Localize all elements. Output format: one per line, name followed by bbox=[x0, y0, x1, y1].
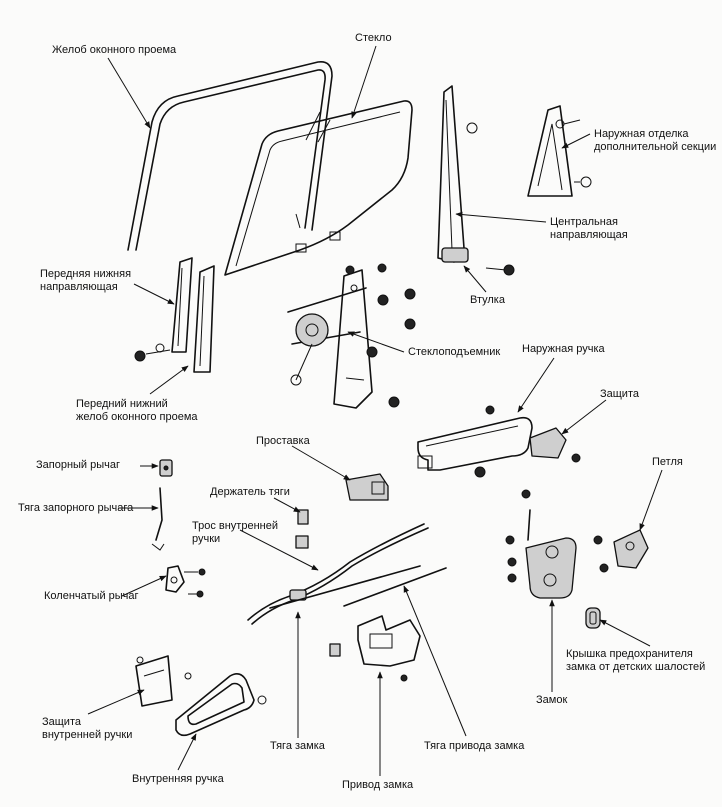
label-outer-trim-line2: дополнительной секции bbox=[594, 141, 717, 153]
label-inner-cable-line1: Трос внутренней bbox=[192, 520, 278, 532]
label-child-lock-cover-line1: Крышка предохранителя bbox=[566, 648, 693, 660]
label-spacer: Проставка bbox=[256, 435, 310, 447]
label-inner-handle-protector-line1: Защита bbox=[42, 716, 81, 728]
actuator-rod-part bbox=[343, 567, 447, 607]
front-lower-channel-part bbox=[134, 265, 215, 373]
label-front-lower-guide: Передняя нижняя направляющая bbox=[40, 268, 131, 294]
label-front-lower-guide-line2: направляющая bbox=[40, 281, 118, 293]
label-inner-cable: Трос внутренней ручки bbox=[192, 520, 278, 546]
lock-rod-part bbox=[269, 565, 421, 609]
latch-lever-part bbox=[159, 459, 173, 477]
window-channel-part bbox=[127, 60, 333, 251]
label-actuator: Привод замка bbox=[342, 779, 414, 791]
label-lock-rod: Тяга замка bbox=[270, 740, 325, 752]
label-bell-crank: Коленчатый рычаг bbox=[44, 590, 139, 602]
child-lock-cover-part bbox=[585, 607, 601, 629]
label-latch-lever: Запорный рычаг bbox=[36, 459, 121, 471]
label-inner-handle-protector-line2: внутренней ручки bbox=[42, 729, 133, 741]
label-protector: Защита bbox=[600, 388, 639, 400]
label-center-guide-line2: направляющая bbox=[550, 229, 628, 241]
label-front-lower-guide-line1: Передняя нижняя bbox=[40, 268, 132, 280]
label-inner-handle-protector: Защита внутренней ручки bbox=[42, 716, 132, 742]
label-inner-handle: Внутренняя ручка bbox=[132, 773, 224, 785]
inner-handle-part bbox=[175, 672, 267, 737]
label-hinge: Петля bbox=[652, 456, 683, 468]
spacer-part bbox=[345, 473, 389, 501]
bell-crank-part bbox=[165, 565, 206, 598]
actuator-part bbox=[329, 615, 421, 682]
label-rod-holder: Держатель тяги bbox=[210, 486, 290, 498]
leader-lines bbox=[87, 45, 663, 776]
label-inner-cable-line2: ручки bbox=[192, 533, 221, 545]
rod-holder-part bbox=[295, 509, 309, 549]
label-outer-trim-line1: Наружная отделка bbox=[594, 128, 689, 140]
front-lower-guide-part bbox=[171, 257, 193, 353]
label-child-lock-cover-line2: замка от детских шалостей bbox=[566, 661, 706, 673]
lock-part bbox=[505, 489, 577, 599]
label-bushing: Втулка bbox=[470, 294, 505, 306]
label-actuator-rod: Тяга привода замка bbox=[424, 740, 525, 752]
label-regulator: Стеклоподъемник bbox=[408, 346, 501, 358]
regulator-part bbox=[287, 263, 416, 409]
label-center-guide: Центральная направляющая bbox=[550, 216, 628, 242]
center-guide-part bbox=[437, 85, 478, 263]
label-center-guide-line1: Центральная bbox=[550, 216, 618, 228]
label-glass: Стекло bbox=[355, 32, 392, 44]
inner-handle-protector-part bbox=[135, 655, 192, 707]
label-front-lower-channel-line2: желоб оконного проема bbox=[76, 411, 198, 423]
label-front-lower-channel: Передний нижний желоб оконного проема bbox=[76, 398, 198, 424]
label-window-channel: Желоб оконного проема bbox=[52, 44, 177, 56]
protector-part bbox=[529, 427, 581, 463]
hinge-part bbox=[593, 529, 649, 573]
latch-rod-part bbox=[151, 487, 165, 551]
outer-trim-part bbox=[527, 105, 592, 197]
label-front-lower-channel-line1: Передний нижний bbox=[76, 398, 168, 410]
label-latch-rod: Тяга запорного рычага bbox=[18, 502, 134, 514]
label-outer-trim: Наружная отделка дополнительной секции bbox=[594, 128, 716, 154]
label-lock: Замок bbox=[536, 694, 568, 706]
outer-handle-part bbox=[417, 405, 533, 478]
glass-part bbox=[224, 100, 413, 276]
label-outer-handle: Наружная ручка bbox=[522, 343, 605, 355]
label-child-lock-cover: Крышка предохранителя замка от детских ш… bbox=[566, 648, 705, 674]
bushing-part bbox=[441, 247, 515, 276]
